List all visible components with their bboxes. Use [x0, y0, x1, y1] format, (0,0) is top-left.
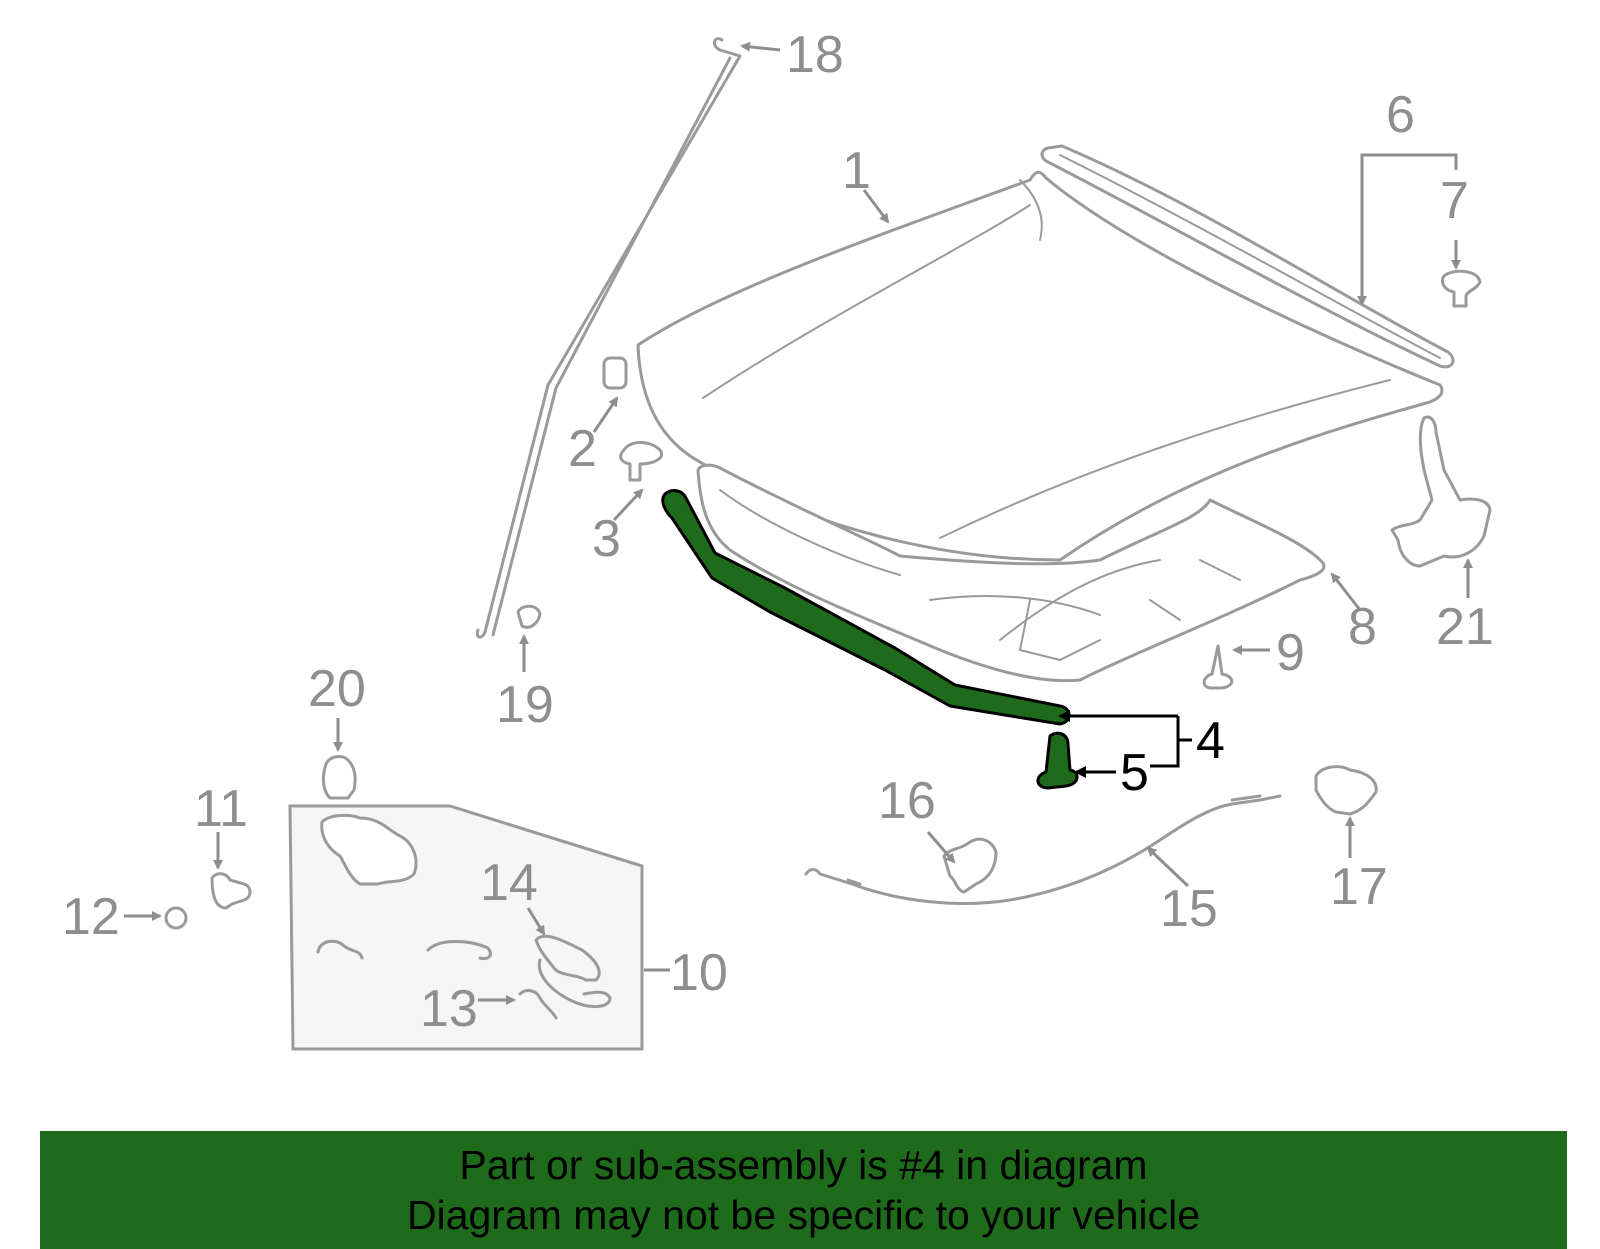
- callout-18: 18: [786, 26, 844, 84]
- callout-3: 3: [592, 510, 621, 568]
- callout-2: 2: [568, 420, 597, 478]
- callout-20: 20: [308, 660, 366, 718]
- hood-cushion: [619, 441, 663, 482]
- callout-5: 5: [1120, 744, 1149, 802]
- hood-seal-strip: [1040, 144, 1455, 369]
- highlight-leader-lines: [1058, 710, 1192, 778]
- hood-support-rod: [475, 37, 742, 639]
- callout-19: 19: [496, 676, 554, 734]
- callout-17: 17: [1330, 858, 1388, 916]
- callout-10: 10: [670, 944, 728, 1002]
- callout-9: 9: [1276, 624, 1305, 682]
- callout-4: 4: [1196, 712, 1225, 770]
- callout-21: 21: [1436, 598, 1494, 656]
- seal-clip: [1036, 731, 1079, 790]
- callout-14: 14: [480, 854, 538, 912]
- leader-lines: [124, 41, 1473, 1005]
- bolt: [210, 872, 252, 910]
- release-handle: [942, 837, 998, 894]
- callout-8: 8: [1348, 598, 1377, 656]
- hood-hinge: [1390, 415, 1492, 568]
- callout-1: 1: [842, 142, 871, 200]
- grommet: [164, 906, 188, 930]
- support-rod-clip: [516, 604, 542, 629]
- release-cable: [804, 794, 1282, 905]
- banner-line-1: Part or sub-assembly is #4 in diagram: [459, 1142, 1148, 1188]
- hood-lock: [1314, 765, 1378, 816]
- hood-lock-assembly-box: [288, 804, 644, 1051]
- hood-bumper-stopper: [602, 356, 628, 390]
- callout-16: 16: [878, 772, 936, 830]
- callout-15: 15: [1160, 880, 1218, 938]
- hood-insulator: [696, 463, 1326, 683]
- part-info-banner: Part or sub-assembly is #4 in diagram Di…: [40, 1131, 1567, 1249]
- callout-6: 6: [1386, 86, 1415, 144]
- weatherstrip-clip: [1440, 269, 1482, 308]
- callout-13: 13: [420, 980, 478, 1038]
- callout-12: 12: [62, 888, 120, 946]
- insulator-retainer: [1202, 644, 1234, 690]
- banner-line-2: Diagram may not be specific to your vehi…: [406, 1192, 1200, 1238]
- callout-labels: 18 1 6 7 2 3 8 9 21 19 20 11 12 14 13 10…: [62, 26, 1494, 1038]
- callout-7: 7: [1440, 172, 1469, 230]
- callout-11: 11: [194, 780, 248, 838]
- hood-latch-bracket: [321, 755, 357, 800]
